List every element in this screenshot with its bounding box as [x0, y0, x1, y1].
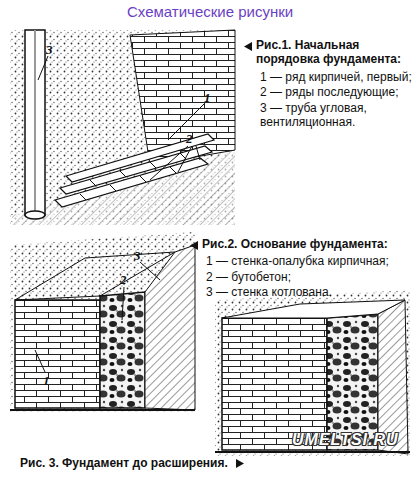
callout-number: 2: [120, 272, 127, 288]
callout-number: 1: [204, 90, 211, 106]
legend-item: 2 — бутобетон;: [206, 270, 414, 284]
legend-item: 1 — ряд кирпичей, первый;: [260, 70, 414, 84]
callout-number: 1: [43, 373, 50, 389]
callout-number: 3: [46, 42, 53, 58]
figure-2: [10, 232, 195, 412]
figure-1: [10, 30, 235, 225]
legend-item: 2 — ряды последующие;: [260, 85, 414, 99]
pointer-arrow: [244, 42, 252, 51]
figure-caption: Рис. 3. Фундамент до расширения.: [20, 456, 228, 470]
figure-3: [215, 290, 410, 456]
figure-title: Рис.2. Основание фундамента:: [202, 237, 414, 251]
pointer-arrow: [190, 241, 198, 250]
callout-number: 3: [134, 248, 141, 264]
watermark: UMELTSI.RU: [292, 430, 399, 449]
pointer-arrow: [236, 459, 244, 468]
figure-title: Рис.1. Начальная порядовка фундамента:: [256, 38, 414, 67]
callout-number: 2: [186, 131, 193, 147]
legend-item: 1 — стенка-опалубка кирпичная;: [206, 254, 414, 268]
page-title: Схематические рисунки: [127, 3, 293, 21]
legend-item: 3 — труба угловая, вентиляционная.: [260, 101, 414, 130]
legend-item: 3 — стенка котлована.: [206, 285, 414, 299]
